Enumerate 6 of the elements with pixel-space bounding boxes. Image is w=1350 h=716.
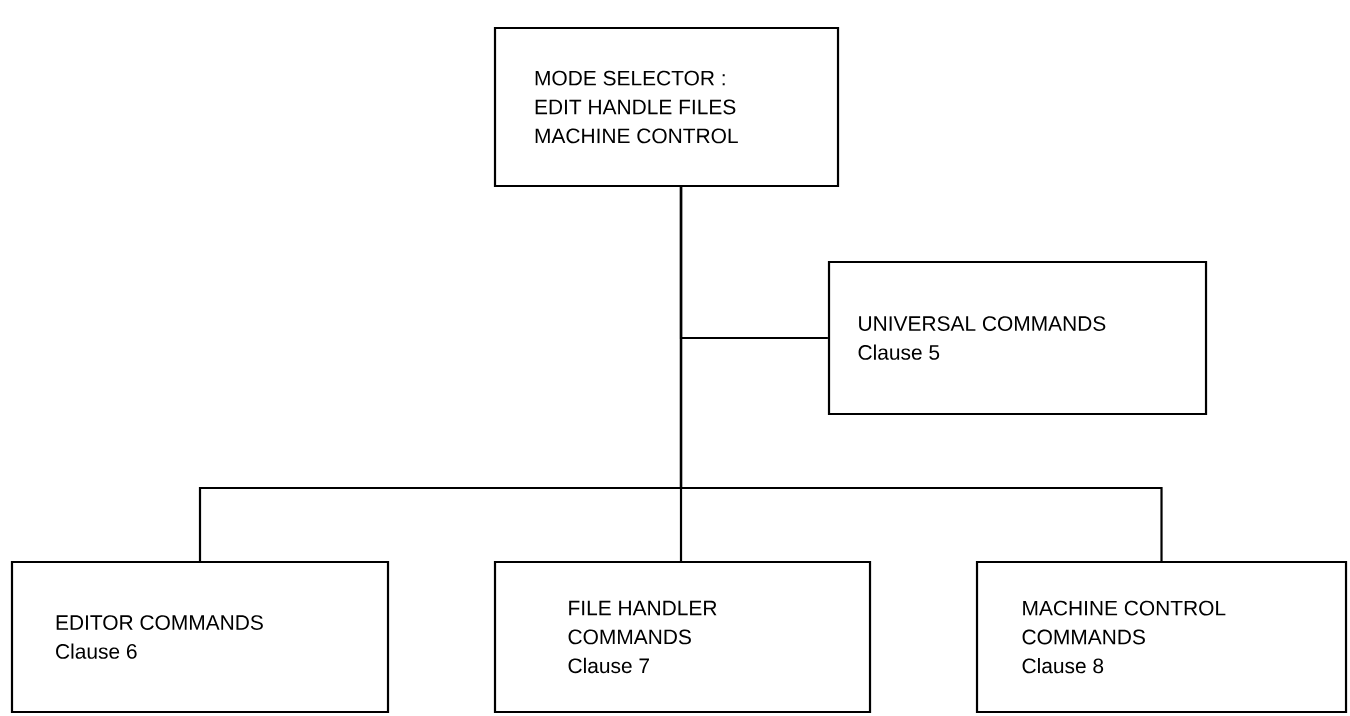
connector-line — [679, 187, 1163, 561]
command-box: MACHINE CONTROL COMMANDS Clause 8 — [975, 560, 1348, 714]
command-box: FILE HANDLER COMMANDS Clause 7 — [493, 560, 872, 714]
command-box: UNIVERSAL COMMANDS Clause 5 — [827, 260, 1208, 416]
command-box: EDITOR COMMANDS Clause 6 — [10, 560, 390, 714]
command-box: MODE SELECTOR : EDIT HANDLE FILES MACHINE CONTROL — [493, 26, 840, 188]
